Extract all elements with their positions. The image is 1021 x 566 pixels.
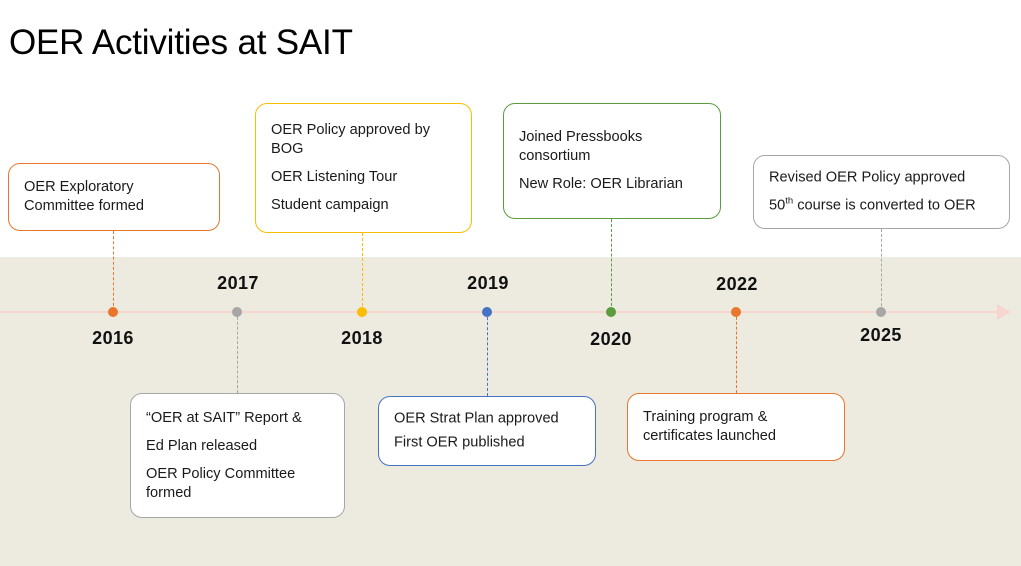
callout-2025-ordinal-prefix: 50 — [769, 197, 786, 214]
callout-2017-line-1: “OER at SAIT” Report & — [146, 409, 302, 426]
callout-2025[interactable]: Revised OER Policy approved 50th course … — [753, 155, 1010, 229]
callout-2022-body: Training program & certificates launched — [643, 408, 833, 446]
callout-2019-body: OER Strat Plan approved First OER publis… — [394, 410, 584, 453]
timeline-dot-2017[interactable] — [232, 307, 242, 317]
callout-2022-line-1: Training program & — [643, 409, 768, 425]
callout-2022-line-2: certificates launched — [643, 428, 777, 444]
page-title: OER Activities at SAIT — [9, 23, 353, 62]
callout-2016[interactable]: OER Exploratory Committee formed — [8, 163, 220, 231]
callout-2018-line-1: OER Policy approved by BOG — [271, 122, 430, 157]
callout-2018-line-3: Student campaign — [271, 197, 389, 213]
year-label-2018: 2018 — [341, 328, 383, 348]
year-label-2017: 2017 — [217, 273, 259, 293]
callout-2017-body: “OER at SAIT” Report & Ed Plan released … — [146, 409, 333, 503]
callout-2025-line-2: 50th course is converted to OER — [769, 195, 998, 216]
timeline-dot-2020[interactable] — [606, 307, 616, 317]
callout-2025-body: Revised OER Policy approved 50th course … — [769, 169, 998, 216]
callout-2019[interactable]: OER Strat Plan approved First OER publis… — [378, 396, 596, 466]
year-label-2022: 2022 — [716, 274, 758, 294]
year-label-2025: 2025 — [860, 325, 902, 345]
connector-2019 — [487, 312, 488, 396]
callout-2022[interactable]: Training program & certificates launched — [627, 393, 845, 461]
timeline-dot-2022[interactable] — [731, 307, 741, 317]
timeline-dot-2019[interactable] — [482, 307, 492, 317]
callout-2020[interactable]: Joined Pressbooks consortium New Role: O… — [503, 103, 721, 219]
callout-2018-line-2: OER Listening Tour — [271, 169, 398, 185]
connector-2017 — [237, 312, 238, 393]
callout-2019-line-2: First OER published — [394, 434, 525, 451]
callout-2018[interactable]: OER Policy approved by BOG OER Listening… — [255, 103, 472, 233]
callout-2019-line-1: OER Strat Plan approved — [394, 410, 559, 427]
timeline-axis-line — [0, 311, 1000, 313]
connector-2020 — [611, 219, 612, 311]
timeline-arrow-icon — [997, 304, 1011, 320]
callout-2025-line-1: Revised OER Policy approved — [769, 169, 966, 186]
callout-2017[interactable]: “OER at SAIT” Report & Ed Plan released … — [130, 393, 345, 518]
year-label-2020: 2020 — [590, 329, 632, 349]
callout-2016-line-2: Committee formed — [24, 198, 145, 214]
callout-2016-body: OER Exploratory Committee formed — [24, 178, 208, 216]
callout-2020-line-1: Joined Pressbooks consortium — [519, 129, 643, 164]
connector-2022 — [736, 312, 737, 393]
timeline-dot-2016[interactable] — [108, 307, 118, 317]
callout-2025-ordinal-suffix: th — [785, 195, 794, 207]
callout-2018-body: OER Policy approved by BOG OER Listening… — [271, 121, 460, 215]
connector-2018 — [362, 233, 363, 311]
connector-2025 — [881, 229, 882, 311]
timeline-dot-2018[interactable] — [357, 307, 367, 317]
callout-2017-line-3: OER Policy Committee formed — [146, 465, 296, 501]
timeline-dot-2025[interactable] — [876, 307, 886, 317]
callout-2020-body: Joined Pressbooks consortium New Role: O… — [519, 128, 709, 194]
year-label-2019: 2019 — [467, 273, 509, 293]
callout-2025-ordinal-rest: course is converted to OER — [793, 197, 976, 214]
callout-2016-line-1: OER Exploratory — [24, 179, 134, 195]
year-label-2016: 2016 — [92, 328, 134, 348]
callout-2020-line-2: New Role: OER Librarian — [519, 176, 683, 192]
connector-2016 — [113, 231, 114, 311]
callout-2017-line-2: Ed Plan released — [146, 437, 258, 454]
